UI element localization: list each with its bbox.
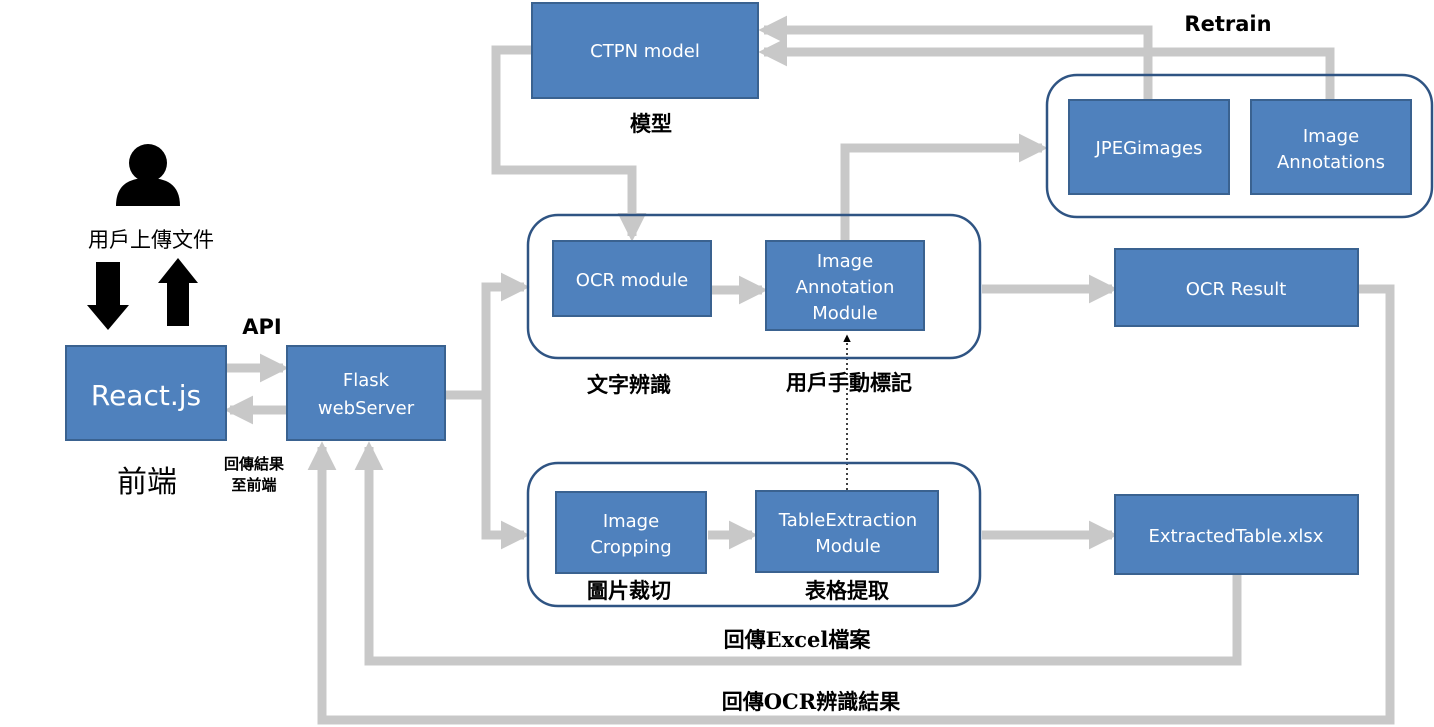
ctpn-model-text: CTPN model — [590, 41, 700, 62]
arrow-flask-to-table-group — [481, 395, 530, 550]
return-results-label-1: 回傳結果 — [224, 455, 285, 473]
return-ocr-label: 回傳OCR辨識結果 — [722, 689, 900, 714]
retrain-label: Retrain — [1184, 12, 1271, 36]
ocr-result-text: OCR Result — [1186, 279, 1287, 300]
annotation-module-text-1: Image — [817, 251, 873, 272]
arrow-return-ocr — [307, 284, 1395, 725]
extracted-table-box: ExtractedTable.xlsx — [1114, 494, 1359, 575]
user-upload-label: 用戶上傳文件 — [88, 228, 214, 252]
ctpn-model-box: CTPN model — [531, 2, 759, 99]
table-extraction-box: TableExtraction Module — [755, 490, 939, 573]
ocr-module-text: OCR module — [576, 270, 688, 291]
return-results-label-2: 至前端 — [231, 476, 276, 494]
model-label: 模型 — [630, 111, 672, 136]
react-box: React.js — [65, 345, 227, 441]
flask-text-1: Flask — [343, 370, 390, 391]
react-text: React.js — [91, 379, 201, 412]
dataset-group — [1045, 73, 1434, 219]
image-annotations-box: Image Annotations — [1250, 99, 1412, 195]
image-annotations-text-2: Annotations — [1277, 152, 1385, 173]
api-label: API — [242, 315, 281, 339]
arrow-down-icon — [87, 262, 129, 330]
image-cropping-label: 圖片裁切 — [587, 578, 671, 603]
ocr-result-box: OCR Result — [1114, 248, 1359, 327]
arrow-up-icon — [158, 258, 198, 326]
flask-box: Flask webServer — [286, 345, 446, 441]
table-extraction-text-1: TableExtraction — [778, 510, 917, 531]
annotation-module-box: Image Annotation Module — [765, 240, 925, 331]
annotation-module-text-2: Annotation — [796, 277, 895, 298]
ocr-module-box: OCR module — [552, 240, 712, 317]
jpeg-images-box: JPEGimages — [1068, 99, 1230, 195]
image-cropping-text-2: Cropping — [590, 537, 671, 558]
arrow-annotation-to-dataset — [840, 133, 1048, 240]
annotation-module-text-3: Module — [812, 303, 877, 324]
image-cropping-box: Image Cropping — [555, 491, 707, 574]
return-excel-label: 回傳Excel檔案 — [724, 627, 872, 652]
table-extraction-text-2: Module — [815, 536, 880, 557]
user-icon — [116, 144, 180, 206]
table-extract-label: 表格提取 — [805, 578, 889, 603]
text-recognition-group — [526, 213, 982, 360]
arrow-flask-to-ocr-group — [445, 272, 530, 400]
arrow-retrain-jpeg — [758, 15, 1153, 100]
connectors — [224, 15, 1395, 725]
arrow-return-excel — [354, 441, 1242, 666]
text-recognition-label: 文字辨識 — [587, 372, 671, 397]
arrow-retrain-annotations — [758, 37, 1335, 100]
flask-text-2: webServer — [318, 398, 415, 419]
extracted-table-text: ExtractedTable.xlsx — [1149, 526, 1324, 547]
image-annotations-text-1: Image — [1303, 126, 1359, 147]
jpeg-images-text: JPEGimages — [1095, 138, 1203, 159]
table-extraction-group — [526, 461, 982, 608]
arrow-ctpn-to-ocr — [491, 45, 647, 242]
image-cropping-text-1: Image — [603, 511, 659, 532]
frontend-label: 前端 — [117, 465, 177, 500]
manual-annotation-label: 用戶手動標記 — [786, 370, 912, 395]
